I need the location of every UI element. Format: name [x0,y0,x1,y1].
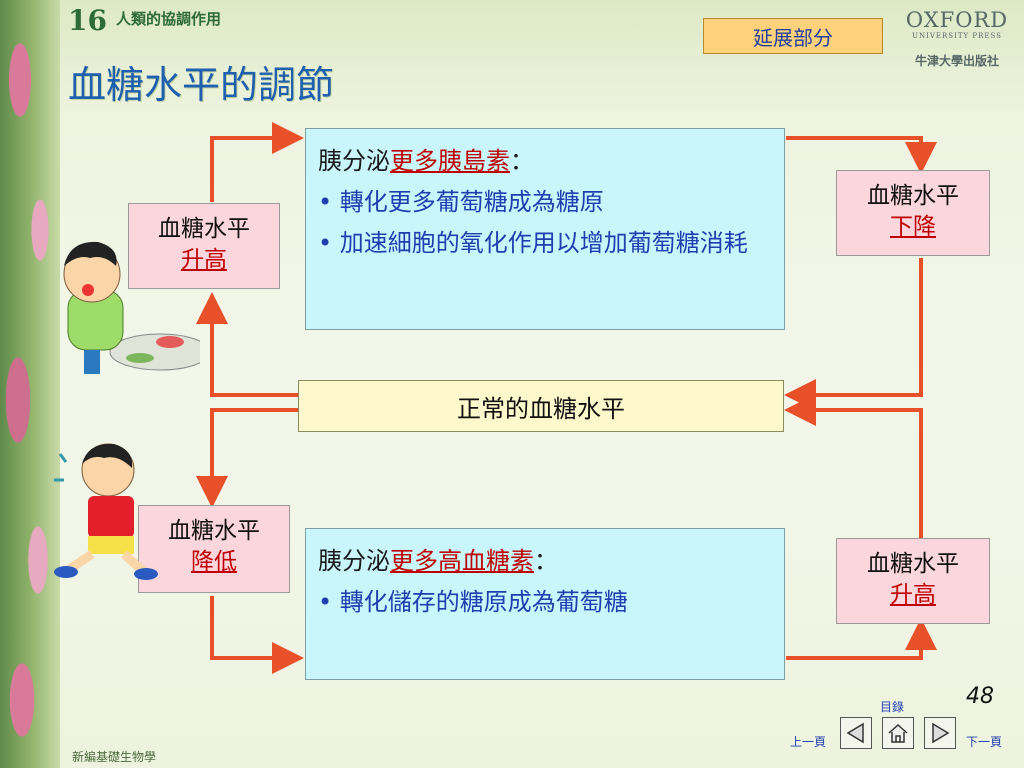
arrow-glucagon-to-rise [786,618,937,660]
chapter-title: 人類的協調作用 [116,10,222,28]
publisher-name: OXFORD [905,8,1009,32]
state-change: 升高 [890,582,936,608]
triangle-right-icon [932,722,950,744]
arrow-lower-to-glucagon [210,596,304,674]
page-title: 血糖水平的調節 [68,63,335,107]
arrow-fall-to-normal [784,258,923,411]
home-button[interactable] [882,717,914,749]
hormone-insulin: 更多胰島素 [390,147,510,175]
decorative-side-strip [0,0,60,768]
state-rise-right: 血糖水平 升高 [836,538,990,624]
list-item: • 轉化更多葡萄糖成為糖原 [318,188,604,216]
book-title: 新編基礎生物學 [72,750,157,764]
state-label: 血糖水平 [168,518,260,544]
state-fall-right: 血糖水平 下降 [836,170,990,256]
arrow-normal-to-rise [196,292,300,397]
publisher-logo: OXFORD UNIVERSITY PRESS 牛津大學出版社 [902,8,1012,69]
publisher-subname: UNIVERSITY PRESS [912,32,1002,40]
extension-badge: 延展部分 [703,18,883,54]
chapter-number: 16 [68,4,107,37]
prev-page-link[interactable]: 上一頁 [790,735,827,749]
arrow-rise-to-insulin [210,122,304,202]
page-number: 48 [966,684,994,709]
glucagon-effects: • 轉化儲存的糖原成為葡萄糖 [306,586,784,619]
list-item: • 加速細胞的氧化作用以增加葡萄糖消耗 [318,229,748,257]
triangle-left-icon [846,722,864,744]
prev-button[interactable] [840,717,872,749]
state-label: 血糖水平 [867,183,959,209]
glucagon-heading: 胰分泌更多高血糖素： [318,547,558,575]
next-button[interactable] [924,717,956,749]
insulin-heading: 胰分泌更多胰島素： [318,147,534,175]
eating-boy-illustration [63,241,200,374]
hormone-glucagon: 更多高血糖素 [390,547,534,575]
insulin-effects: • 轉化更多葡萄糖成為糖原 • 加速細胞的氧化作用以增加葡萄糖消耗 [306,186,784,260]
next-page-link[interactable]: 下一頁 [966,735,1003,749]
state-change: 下降 [890,214,936,240]
arrow-normal-to-lower [196,408,300,508]
arrow-insulin-to-fall [786,136,937,174]
state-change: 升高 [181,247,227,273]
state-change: 降低 [191,549,237,575]
toc-link[interactable]: 目錄 [880,700,905,714]
glucagon-box: 胰分泌更多高血糖素： • 轉化儲存的糖原成為葡萄糖 [305,528,785,680]
state-fall-left: 血糖水平 降低 [138,505,290,593]
state-rise-top: 血糖水平 升高 [128,203,280,289]
state-label: 血糖水平 [158,216,250,242]
home-icon [888,723,908,743]
exercising-boy-illustration [54,443,158,580]
normal-level-box: 正常的血糖水平 [298,380,784,432]
publisher-chinese: 牛津大學出版社 [914,54,999,68]
state-label: 血糖水平 [867,551,959,577]
arrow-rise-to-normal [784,394,923,538]
list-item: • 轉化儲存的糖原成為葡萄糖 [318,588,628,616]
insulin-box: 胰分泌更多胰島素： • 轉化更多葡萄糖成為糖原 • 加速細胞的氧化作用以增加葡萄… [305,128,785,330]
